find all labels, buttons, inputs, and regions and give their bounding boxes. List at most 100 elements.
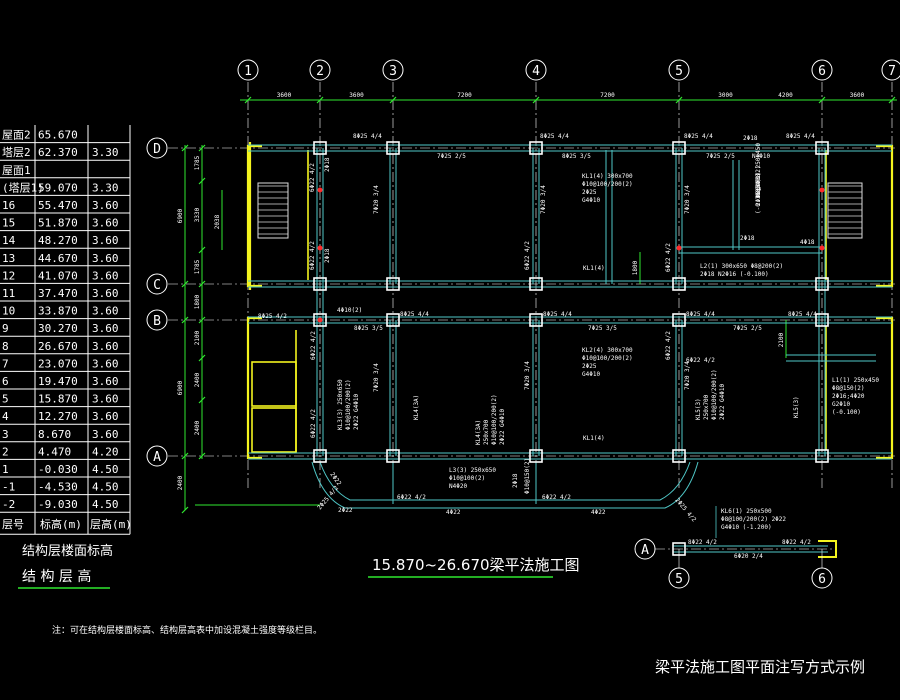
beam-label-misc: 2Φ18	[743, 135, 758, 142]
column	[815, 313, 829, 327]
beam-label-top-mid: 7Φ25 2/5	[706, 153, 735, 160]
table-height-cell: 3.30	[92, 146, 119, 159]
beam-label-bottom: 2Φ18	[512, 473, 519, 488]
dim-text-top: 3600	[349, 92, 364, 99]
beam-label-vertical: 6Φ22 4/2	[665, 243, 672, 272]
table-elev-cell: 15.870	[38, 393, 78, 406]
table-elev-cell: 8.670	[38, 428, 71, 441]
table-elev-cell: 62.370	[38, 146, 78, 159]
table-floor-cell: 1	[2, 463, 9, 476]
table-floor-cell: 11	[2, 287, 15, 300]
red-marker	[819, 245, 825, 251]
table-floor-cell: 16	[2, 199, 15, 212]
table-height-cell: 4.50	[92, 498, 119, 511]
beam-label-mid: 8Φ25 4/4	[686, 311, 715, 318]
beam-label-kl4: 2Φ22 G4Φ10	[499, 408, 506, 445]
dim-tick	[181, 280, 189, 288]
beam-label-top-mid: 7Φ25 2/5	[437, 153, 466, 160]
dim-text-inner: 2038	[214, 214, 221, 229]
table-floor-cell: 14	[2, 234, 16, 247]
table-caption-1: 结构层楼面标高	[22, 543, 113, 559]
beam-label-kl6: G4Φ10 (-1.200)	[721, 524, 772, 531]
beam-label-kl5-short: KL5(3)	[793, 396, 800, 418]
table-elev-cell: 23.070	[38, 357, 78, 370]
table-floor-cell: 9	[2, 322, 9, 335]
bottom-title: 梁平法施工图平面注写方式示例	[655, 658, 865, 676]
wall-left-bottom	[246, 316, 262, 460]
axis-bubble	[811, 567, 833, 589]
beam-label-vertical: 7Φ20 3/4	[524, 361, 531, 390]
beam-label-l2: 2Φ18 N2Φ16 (-0.100)	[700, 271, 769, 278]
table-floor-cell: 7	[2, 357, 9, 370]
table-height-cell: 3.60	[92, 252, 119, 265]
beam-label-top: 8Φ25 4/4	[684, 133, 713, 140]
table-elev-cell: 41.070	[38, 269, 78, 282]
beam-label-kl6-beam: 8Φ22 4/2	[782, 539, 811, 546]
beam-label-l3: L3(3) 250x650	[449, 467, 496, 474]
detail-axis-label: A	[641, 543, 649, 558]
column	[672, 277, 686, 291]
table-height-cell: 3.60	[92, 322, 119, 335]
dim-tick	[316, 96, 324, 104]
beam-label-bottom: 6Φ22 4/2	[397, 494, 426, 501]
beam-label-vertical: 6Φ22 4/2	[310, 409, 317, 438]
column	[386, 313, 400, 327]
note-text: 注：可在结构层楼面标高、结构层高表中加设混凝土强度等级栏目。	[52, 624, 322, 636]
dim-tick	[198, 354, 206, 362]
dim-text-top: 7200	[457, 92, 472, 99]
table-elev-cell: 19.470	[38, 375, 78, 388]
beam-arc	[311, 461, 699, 509]
column	[313, 277, 327, 291]
beam-label-misc: 2Φ18	[324, 157, 331, 172]
dim-tick	[389, 96, 397, 104]
wall-right-bottom	[876, 316, 894, 460]
table-elev-cell: 33.870	[38, 305, 78, 318]
beam-label-vertical: 7Φ20 3/4	[373, 185, 380, 214]
beam-label-vertical: 6Φ22 4/2	[309, 163, 316, 192]
beam-label-kl1: G4Φ10	[582, 197, 600, 204]
dim-tick	[244, 96, 252, 104]
beam-label-kl3: 2Φ22 G4Φ10	[353, 393, 360, 430]
table-header-elev: 标高(m)	[40, 517, 82, 531]
columns	[313, 141, 829, 463]
dim-text-left: 2400	[194, 420, 201, 435]
beam-label-misc: 2Φ18	[324, 248, 331, 263]
column	[529, 449, 543, 463]
axis-bubble	[382, 59, 404, 81]
dim-text-left-total: 6900	[177, 380, 184, 395]
beam-label-mid: 8Φ25 4/4	[543, 311, 572, 318]
table-elev-cell: 12.270	[38, 410, 78, 423]
beam-label-misc: 2Φ18	[740, 235, 755, 242]
axis-label-row: A	[153, 450, 161, 465]
dim-text-inner: 1800	[632, 260, 639, 275]
dim-text-left: 2100	[194, 330, 201, 345]
table-floor-cell: 塔层2	[2, 146, 31, 159]
table-floor-cell: 13	[2, 252, 15, 265]
dim-text-top: 7200	[600, 92, 615, 99]
beam-label-l4: Φ8@100(2)	[755, 165, 762, 198]
table-height-cell: 4.50	[92, 463, 119, 476]
axis-bubble	[146, 273, 168, 295]
beam-label-kl6-beam: 6Φ20 2/4	[734, 553, 763, 560]
beam-label-kl3: Φ10@100/200(2)	[345, 379, 352, 430]
table-elev-cell: -4.530	[38, 481, 78, 494]
beam-label-kl4: KL4(3A)	[475, 420, 482, 445]
beam-label-kl2: Φ10@100/200(2)	[582, 355, 633, 362]
beam-label-kl1-short: KL1(4)	[583, 265, 605, 272]
beam-label-vertical: 7Φ20 3/4	[684, 361, 691, 390]
beam-label-vertical: 6Φ22 4/2	[309, 241, 316, 270]
table-floor-cell: 15	[2, 217, 15, 230]
dim-tick	[198, 280, 206, 288]
table-caption-2: 结 构 层 高	[22, 568, 91, 585]
dim-tick	[198, 396, 206, 404]
beam-label-kl1: Φ10@100/200(2)	[582, 181, 633, 188]
table-height-cell: 3.60	[92, 340, 119, 353]
dim-text-left: 1800	[194, 294, 201, 309]
axis-bubble	[146, 309, 168, 331]
dim-text-left: 3330	[194, 207, 201, 222]
beam-label-kl4: 250x700	[483, 419, 490, 445]
table-elev-cell: 51.870	[38, 217, 78, 230]
